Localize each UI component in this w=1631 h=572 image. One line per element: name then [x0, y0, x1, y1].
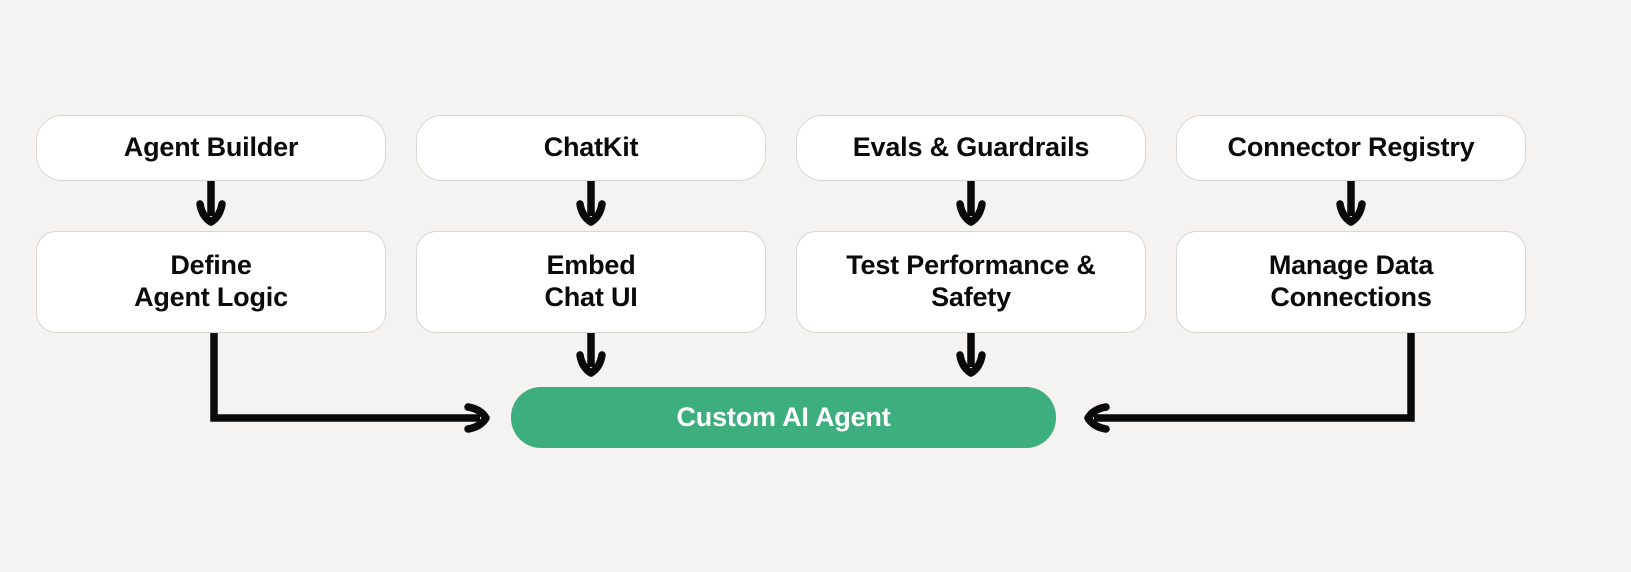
arrow-embed-chat-ui-to-target — [580, 333, 602, 373]
arrow-manage-data-connections-to-target — [1088, 333, 1415, 429]
node-label: ChatKit — [543, 132, 639, 163]
node-label: Evals & Guardrails — [852, 132, 1090, 163]
node-evals-guardrails[interactable]: Evals & Guardrails — [796, 115, 1146, 181]
node-label: Agent Builder — [123, 132, 299, 163]
node-embed-chat-ui[interactable]: Embed Chat UI — [416, 231, 766, 333]
node-agent-builder[interactable]: Agent Builder — [36, 115, 386, 181]
node-label: Custom AI Agent — [676, 401, 891, 432]
arrow-agent-builder-to-define — [200, 181, 222, 222]
node-label: Define Agent Logic — [134, 250, 288, 312]
arrow-chatkit-to-embed — [580, 181, 602, 222]
node-chatkit[interactable]: ChatKit — [416, 115, 766, 181]
arrow-connector-registry-to-manage — [1340, 181, 1362, 222]
node-label: Connector Registry — [1227, 132, 1475, 163]
node-test-performance-safety[interactable]: Test Performance & Safety — [796, 231, 1146, 333]
arrow-test-performance-to-target — [960, 333, 982, 373]
node-label: Embed Chat UI — [544, 250, 638, 312]
node-label: Test Performance & Safety — [846, 250, 1096, 312]
node-manage-data-connections[interactable]: Manage Data Connections — [1176, 231, 1526, 333]
arrow-evals-to-test — [960, 181, 982, 222]
arrow-define-agent-logic-to-target — [210, 333, 486, 429]
node-label: Manage Data Connections — [1268, 250, 1434, 312]
node-connector-registry[interactable]: Connector Registry — [1176, 115, 1526, 181]
node-define-agent-logic[interactable]: Define Agent Logic — [36, 231, 386, 333]
node-custom-ai-agent[interactable]: Custom AI Agent — [511, 387, 1056, 448]
